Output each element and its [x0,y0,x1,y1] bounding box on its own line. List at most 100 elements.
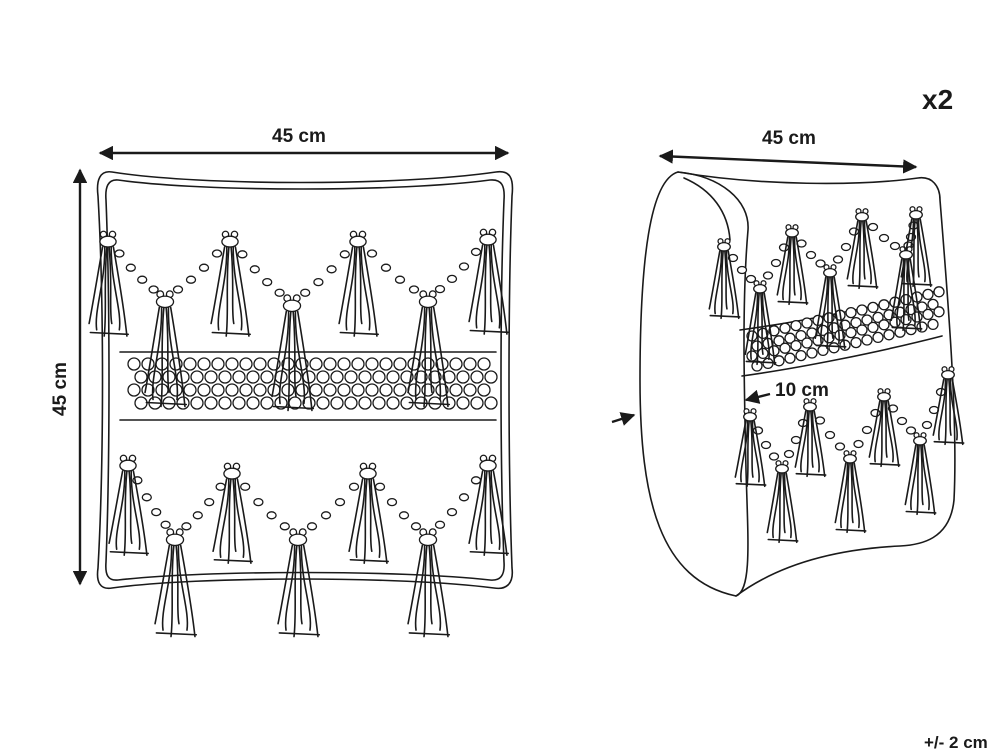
bead [183,383,197,397]
bead [344,396,358,410]
front-width-label: 45 cm [272,126,326,147]
tassel [277,528,321,638]
bead [137,275,148,284]
bead [211,383,225,397]
tassel [890,246,923,332]
bead [463,357,477,371]
front-view-cushion [88,170,514,638]
bead [365,383,379,397]
tassel [212,462,253,564]
bead [784,352,796,364]
bead [745,274,757,284]
bead [449,383,463,397]
bead [279,522,290,531]
bead [933,286,945,298]
bead [339,250,350,259]
bead [878,299,890,311]
bead [768,325,780,337]
side-view-cushion [639,171,965,597]
bead [162,370,176,384]
tassel [468,228,509,335]
bead [374,482,386,491]
bead [253,497,264,507]
bead [470,396,484,410]
bead [779,322,791,334]
bead [379,357,393,371]
bead [861,334,873,346]
bead [379,383,393,397]
bead [900,293,912,306]
bead [190,370,204,384]
bead [215,482,226,491]
bead [933,306,945,318]
bead [320,511,332,520]
bead [783,449,795,459]
bead [470,476,482,485]
bead [365,357,379,371]
bead [410,522,422,531]
tassel [468,454,509,556]
bead [393,383,407,397]
quantity-label: x2 [922,84,954,115]
bead [916,321,928,333]
bead [218,396,232,410]
bead [446,507,458,517]
bead [160,520,171,529]
bead [421,357,435,371]
tassel [210,230,251,337]
bead [872,331,884,344]
bead [442,396,456,410]
tassel [708,238,741,320]
bead [239,383,253,397]
bead [337,383,351,397]
bead [306,522,318,531]
bead [281,383,295,397]
bead [442,370,456,384]
bead [246,396,260,410]
bead [366,249,378,258]
bead [176,396,190,410]
bead [883,329,895,341]
bead [921,420,933,430]
bead [801,337,813,349]
bead [806,347,818,359]
bead [204,396,218,410]
bead [281,357,295,371]
bead [834,442,846,451]
bead [922,288,934,301]
bead [380,263,392,272]
bead [351,357,365,371]
bead [887,404,899,413]
tassel [88,230,129,337]
bead [801,317,813,329]
bead [372,396,386,410]
bead [204,497,215,507]
bead [458,493,470,502]
bead [905,323,917,336]
bead [260,396,274,410]
bead [470,370,484,384]
bead [266,511,277,520]
bead [773,335,785,347]
bead [856,304,868,316]
tassel [794,398,827,478]
bead [805,250,817,260]
bead [141,493,152,502]
tolerance-label: +/- 2 cm [924,733,988,752]
bead [260,370,274,384]
bead [828,342,840,354]
bead [927,298,939,311]
bead [484,370,498,384]
bead [134,396,148,410]
bead [274,288,285,297]
bead [727,253,739,263]
tassel [348,462,389,564]
bead [853,439,864,449]
bead [878,319,890,331]
bead [458,262,470,271]
bead [386,370,400,384]
tassel [846,208,879,290]
bead [760,440,772,450]
